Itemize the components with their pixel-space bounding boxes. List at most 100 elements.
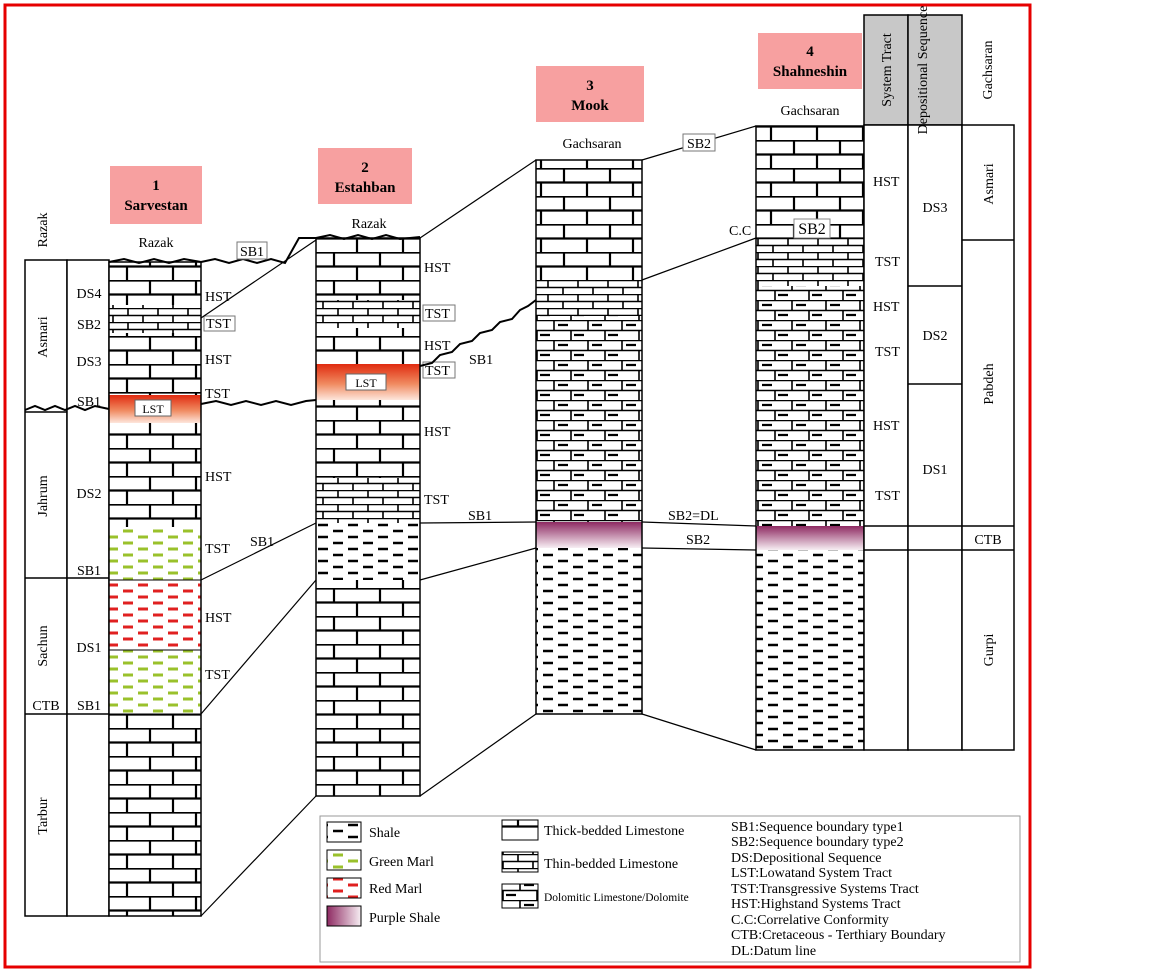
abbr-ctb: CTB:Cretaceous - Terthiary Boundary	[731, 928, 946, 943]
header-system-tract: System Tract	[880, 33, 895, 107]
abbr-dl: DL:Datum line	[731, 944, 816, 959]
table-gurpi: Gurpi	[982, 634, 997, 667]
well-1-ds4: DS4	[77, 287, 102, 302]
well-1-title: 1 Sarvestan	[110, 166, 202, 224]
well-1-name: Sarvestan	[124, 198, 188, 214]
abbr-sb2: SB2:Sequence boundary type2	[731, 835, 904, 850]
well-1-sb1-middle: SB1	[77, 564, 101, 579]
formation-asmari: Asmari	[36, 316, 51, 357]
table-ds3: DS3	[923, 201, 948, 216]
label-sb1-well2-well3: SB1	[468, 509, 492, 524]
well-2-tst-box-1	[422, 304, 456, 322]
table-ds1: DS1	[923, 463, 948, 478]
well-2-hst-1: HST	[424, 261, 451, 276]
well-2-lst: LST	[355, 376, 377, 390]
formation-jahrum: Jahrum	[36, 475, 51, 516]
well-2-tst-3: TST	[424, 493, 449, 508]
well-2-lst-box	[345, 373, 387, 391]
well-1-ds1: DS1	[77, 641, 102, 656]
well-2-number: 2	[361, 160, 369, 176]
legend	[319, 815, 1021, 963]
legend-abbreviations: SB1:Sequence boundary type1 SB2:Sequence…	[731, 820, 946, 959]
well-4-tst-3: TST	[875, 489, 900, 504]
well-4-name: Shahneshin	[773, 64, 848, 80]
well-4-top: Gachsaran	[780, 104, 839, 119]
formation-razak: Razak	[36, 213, 51, 248]
legend-purple-shale: Purple Shale	[369, 911, 440, 926]
legend-thin-limestone: Thin-bedded Limestone	[544, 857, 678, 872]
well-4-title: 4 Shahneshin	[758, 33, 862, 89]
well-1-tst-1: TST	[206, 317, 231, 332]
well-2-title: 2 Estahban	[318, 148, 412, 204]
well-1-lst: LST	[142, 402, 164, 416]
well-4-tst-2: TST	[875, 345, 900, 360]
table-ds2: DS2	[923, 329, 948, 344]
abbr-hst: HST:Highstand Systems Tract	[731, 897, 901, 912]
well-1-hst-4: HST	[205, 611, 232, 626]
well-1-tst-4: TST	[205, 668, 230, 683]
well-3-name: Mook	[571, 98, 609, 114]
well-1-top: Razak	[139, 236, 174, 251]
well-1-number: 1	[152, 178, 160, 194]
well-4-hst-3: HST	[873, 419, 900, 434]
figure-frame	[3, 3, 1032, 969]
well-4-cc: C.C	[729, 224, 751, 239]
table-pabdeh: Pabdeh	[982, 363, 997, 404]
label-sb2-top: SB2	[687, 137, 711, 152]
well-1-sb2: SB2	[77, 318, 101, 333]
abbr-ds: DS:Depositional Sequence	[731, 851, 881, 866]
well-1-tst-2: TST	[205, 387, 230, 402]
well-1-lst-box	[134, 399, 172, 417]
well-1-hst-1: HST	[205, 290, 232, 305]
well-1-ds3: DS3	[77, 355, 102, 370]
header-depositional-sequence: Depositional Sequence	[916, 6, 931, 135]
well-4-column	[755, 125, 865, 751]
well-4-hst-1: HST	[873, 175, 900, 190]
legend-shale: Shale	[369, 826, 400, 841]
sb2-top-box	[682, 133, 716, 152]
legend-thick-limestone: Thick-bedded Limestone	[544, 824, 684, 839]
label-sb2-lower: SB2	[686, 533, 710, 548]
formation-tarbur: Tarbur	[36, 797, 51, 834]
abbr-cc: C.C:Correlative Conformity	[731, 913, 889, 928]
well-1-sb1-lower: SB1	[77, 699, 101, 714]
formation-sachun: Sachun	[36, 625, 51, 666]
header-gachsaran: Gachsaran	[981, 40, 996, 99]
well-1-side-columns	[24, 259, 110, 917]
well-3-top: Gachsaran	[562, 137, 621, 152]
well-4-tst-1: TST	[875, 255, 900, 270]
label-sb2-dl: SB2=DL	[668, 509, 719, 524]
well-3-number: 3	[586, 78, 594, 94]
well-4-sb2-box	[793, 218, 831, 239]
well-1-hst-3: HST	[205, 470, 232, 485]
legend-red-marl: Red Marl	[369, 882, 422, 897]
well-3-title: 3 Mook	[536, 66, 644, 122]
well-2-top: Razak	[352, 217, 387, 232]
legend-dolomite: Dolomitic Limestone/Dolomite	[544, 892, 689, 904]
interpretation-table	[863, 14, 1015, 751]
well-2-hst-2: HST	[424, 339, 451, 354]
well-2-tst-box-2	[422, 361, 456, 379]
table-ctb: CTB	[974, 533, 1001, 548]
abbr-lst: LST:Lowatand System Tract	[731, 866, 892, 881]
well-1-tst-3: TST	[205, 542, 230, 557]
well-1-column	[108, 261, 202, 917]
well-2-tst-1: TST	[425, 307, 450, 322]
well-3-column	[535, 159, 643, 715]
abbr-tst: TST:Transgressive Systems Tract	[731, 882, 919, 897]
well-2-column	[315, 237, 421, 797]
well-4-number: 4	[806, 44, 814, 60]
well-1-ds2: DS2	[77, 487, 102, 502]
abbr-sb1: SB1:Sequence boundary type1	[731, 820, 904, 835]
well-2-hst-3: HST	[424, 425, 451, 440]
sb1-top-box	[236, 241, 268, 260]
well-4-sb2: SB2	[798, 221, 826, 238]
label-sb1-top: SB1	[240, 245, 264, 260]
well-1-ctb: CTB	[32, 699, 59, 714]
well-4-hst-2: HST	[873, 300, 900, 315]
well-1-tst-box	[203, 315, 236, 332]
legend-green-marl: Green Marl	[369, 855, 434, 870]
well-1-hst-2: HST	[205, 353, 232, 368]
